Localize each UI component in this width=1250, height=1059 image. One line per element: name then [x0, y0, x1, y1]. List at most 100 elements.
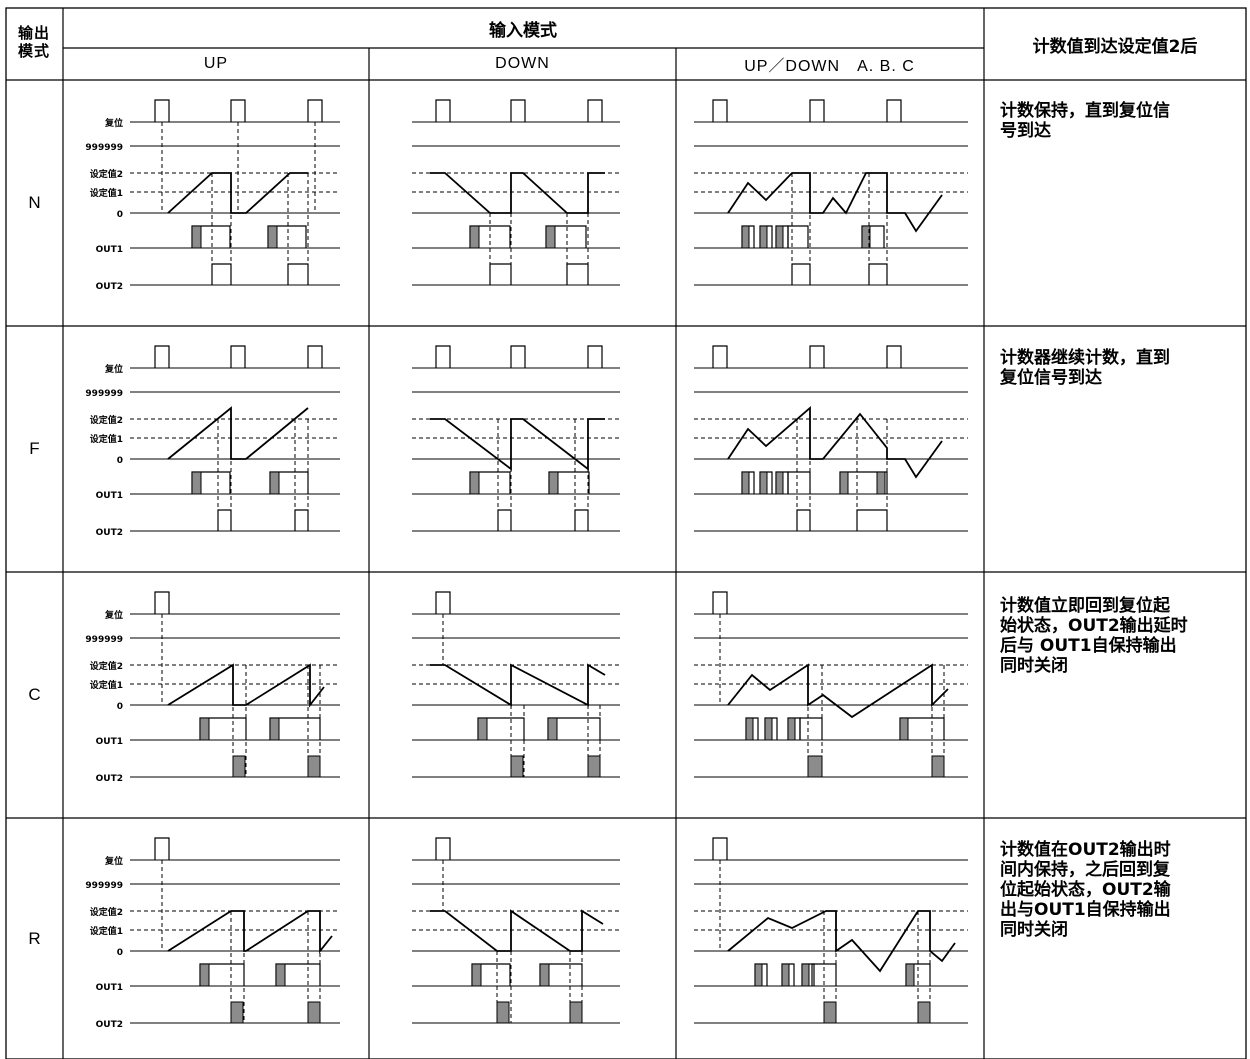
signal-label: 0 — [117, 210, 123, 220]
reset-pulse — [230, 99, 246, 122]
out2-shade — [307, 1001, 321, 1024]
signal-label: OUT1 — [96, 245, 123, 255]
out2-shade — [587, 755, 601, 778]
output-shade — [741, 471, 750, 495]
count-waveform — [727, 172, 943, 233]
output-shade — [539, 963, 550, 987]
mode-label-f: F — [29, 439, 40, 458]
signal-label: 设定值1 — [90, 679, 123, 691]
output-shade — [775, 471, 784, 495]
signal-label: OUT2 — [96, 1020, 123, 1030]
output-shade — [775, 225, 784, 249]
count-waveform — [727, 406, 943, 479]
output-shade — [269, 717, 280, 741]
mode-label-r: R — [28, 928, 41, 948]
out1-pulse — [799, 717, 823, 740]
signal-label: OUT2 — [96, 282, 123, 292]
out2-shade — [931, 755, 945, 778]
count-waveform — [430, 172, 605, 214]
reset-pulse — [587, 99, 603, 122]
output-shade — [199, 717, 210, 741]
out2-pulse — [791, 263, 811, 285]
signal-label: 设定值2 — [90, 414, 123, 426]
out2-pulse — [856, 509, 888, 531]
output-shade — [905, 963, 915, 987]
signal-label: OUT1 — [96, 737, 123, 747]
count-waveform — [430, 663, 606, 707]
out2-shade — [807, 755, 823, 778]
description-c: 计数值立即回到复位起始状态，OUT2输出延时 后与 OUT1自保持输出同时关闭 — [1000, 596, 1188, 676]
signal-label: 复位 — [104, 609, 123, 621]
output-shade — [477, 717, 488, 741]
output-shade — [469, 225, 480, 249]
reset-pulse — [154, 345, 170, 368]
out2-pulse — [287, 263, 309, 285]
output-shade — [801, 963, 810, 987]
out2-pulse — [868, 263, 888, 285]
reset-pulse — [510, 99, 526, 122]
out2-shade — [307, 755, 321, 778]
signal-label: 0 — [117, 948, 123, 958]
out2-pulse — [566, 263, 589, 285]
output-mode-line2: 模式 — [17, 42, 50, 60]
out2-pulse — [217, 509, 232, 531]
reset-pulse — [435, 99, 451, 122]
reset-pulse — [307, 345, 323, 368]
mode-label-n: N — [28, 193, 41, 212]
signal-label: 设定值2 — [90, 168, 123, 180]
reset-pulse — [307, 99, 323, 122]
out2-pulse — [497, 509, 512, 531]
reset-pulse — [510, 345, 526, 368]
reset-pulse — [230, 345, 246, 368]
after-setpoint2-header: 计数值到达设定值2后 — [1032, 36, 1198, 57]
output-shade — [191, 225, 202, 249]
signal-label: 设定值2 — [90, 660, 123, 672]
output-shade — [741, 225, 750, 249]
out1-pulse — [787, 471, 811, 494]
reset-pulse — [712, 591, 728, 614]
signal-label: OUT1 — [96, 983, 123, 993]
signal-label: OUT2 — [96, 528, 123, 538]
output-mode-line1: 输出 — [17, 24, 50, 42]
output-shade — [781, 963, 790, 987]
output-shade — [759, 225, 768, 249]
out2-shade — [823, 1001, 837, 1024]
column-header-updown: UP／DOWN A. B. C — [744, 58, 915, 75]
output-shade — [861, 225, 871, 249]
reset-pulse — [886, 345, 902, 368]
output-shade — [548, 471, 559, 495]
out2-pulse — [489, 263, 512, 285]
input-mode-header: 输入模式 — [489, 20, 557, 41]
output-shade — [876, 471, 886, 495]
output-shade — [199, 963, 210, 987]
out2-shade — [917, 1001, 931, 1024]
count-waveform — [727, 663, 949, 719]
signal-label: 999999 — [85, 881, 123, 891]
signal-label: 999999 — [85, 389, 123, 399]
output-shade — [764, 717, 773, 741]
out2-pulse — [294, 509, 309, 531]
signal-label: 复位 — [104, 117, 123, 129]
description-n: 计数保持，直到复位信号到达 — [1000, 101, 1170, 141]
reset-pulse — [435, 591, 451, 614]
count-waveform — [430, 909, 604, 952]
reset-pulse — [886, 99, 902, 122]
out2-pulse — [211, 263, 232, 285]
signal-label: 0 — [117, 456, 123, 466]
count-waveform — [430, 418, 605, 471]
count-waveform — [167, 663, 325, 708]
reset-pulse — [154, 837, 170, 860]
output-shade — [547, 717, 558, 741]
out2-pulse — [796, 509, 811, 531]
reset-pulse — [154, 99, 170, 122]
output-shade — [745, 717, 754, 741]
output-shade — [267, 225, 278, 249]
out2-shade — [496, 1001, 510, 1024]
output-shade — [759, 471, 768, 495]
